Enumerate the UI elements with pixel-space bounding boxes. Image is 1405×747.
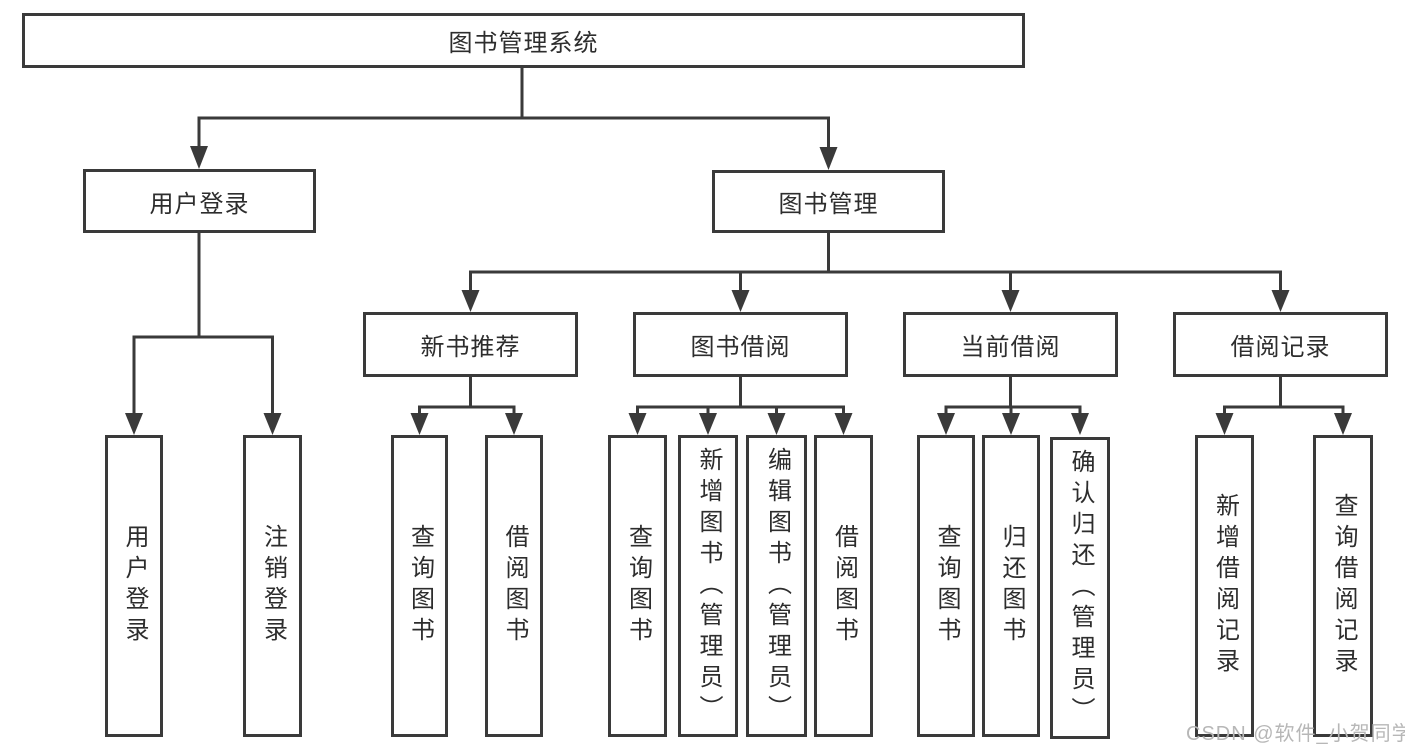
connector-borrow-records-to-leaves xyxy=(1215,377,1352,435)
node-leaf-query-borrow-record-label: 查询借阅记录 xyxy=(1330,493,1357,679)
node-borrow-records-label: 借阅记录 xyxy=(1230,334,1331,361)
node-leaf-add-borrow-record: 新增借阅记录 xyxy=(1195,435,1254,737)
node-book-management: 图书管理 xyxy=(712,170,945,233)
node-leaf-borrow-books-label: 借阅图书 xyxy=(830,524,858,648)
node-leaf-logout-label: 注销登录 xyxy=(259,524,287,648)
node-root: 图书管理系统 xyxy=(22,13,1025,68)
node-leaf-query-borrow-record: 查询借阅记录 xyxy=(1313,435,1373,737)
node-leaf-query-books-current-label: 查询图书 xyxy=(933,524,960,648)
watermark-text: CSDN @软件_小贺同学 xyxy=(1186,723,1405,745)
node-leaf-query-books-current: 查询图书 xyxy=(917,435,975,737)
node-book-borrow-label: 图书借阅 xyxy=(690,334,791,361)
node-leaf-query-books-recommend: 查询图书 xyxy=(391,435,448,737)
node-user-login: 用户登录 xyxy=(83,169,316,233)
node-leaf-borrow-books: 借阅图书 xyxy=(814,435,873,737)
node-leaf-query-books-borrow: 查询图书 xyxy=(608,435,667,737)
node-leaf-return-books: 归还图书 xyxy=(982,435,1040,737)
connector-current-borrow-to-leaves xyxy=(937,377,1089,435)
node-new-book-recommend-label: 新书推荐 xyxy=(420,334,521,361)
node-leaf-confirm-return-admin: 确认归还（管理员） xyxy=(1050,437,1110,739)
connector-new-book-recommend-to-leaves xyxy=(410,377,523,435)
node-leaf-add-borrow-record-label: 新增借阅记录 xyxy=(1211,493,1239,679)
connector-book-management-to-level3 xyxy=(461,233,1290,312)
node-leaf-logout: 注销登录 xyxy=(243,435,302,737)
node-leaf-borrow-books-recommend: 借阅图书 xyxy=(485,435,543,737)
connector-user-login-to-leaves xyxy=(125,233,282,435)
node-leaf-query-books-borrow-label: 查询图书 xyxy=(624,524,652,648)
node-book-management-label: 图书管理 xyxy=(778,191,879,218)
node-leaf-query-books-recommend-label: 查询图书 xyxy=(406,524,434,648)
node-leaf-borrow-books-recommend-label: 借阅图书 xyxy=(501,524,528,648)
node-leaf-user-login-label: 用户登录 xyxy=(121,524,148,648)
node-current-borrow: 当前借阅 xyxy=(903,312,1118,377)
node-leaf-edit-book-admin: 编辑图书（管理员） xyxy=(746,435,807,737)
node-user-login-label: 用户登录 xyxy=(149,190,250,218)
node-borrow-records: 借阅记录 xyxy=(1173,312,1388,377)
connector-book-borrow-to-leaves xyxy=(628,377,853,435)
node-new-book-recommend: 新书推荐 xyxy=(363,312,578,377)
node-leaf-return-books-label: 归还图书 xyxy=(998,524,1025,648)
node-leaf-user-login: 用户登录 xyxy=(105,435,163,737)
node-leaf-add-book-admin: 新增图书（管理员） xyxy=(678,435,738,737)
connector-root-to-level2 xyxy=(190,68,838,170)
node-book-borrow: 图书借阅 xyxy=(633,312,848,377)
node-leaf-add-book-admin-label: 新增图书（管理员） xyxy=(695,446,722,726)
node-leaf-edit-book-admin-label: 编辑图书（管理员） xyxy=(763,446,791,726)
node-root-label: 图书管理系统 xyxy=(448,30,599,57)
node-current-borrow-label: 当前借阅 xyxy=(960,334,1061,361)
node-leaf-confirm-return-admin-label: 确认归还（管理员） xyxy=(1067,448,1094,728)
